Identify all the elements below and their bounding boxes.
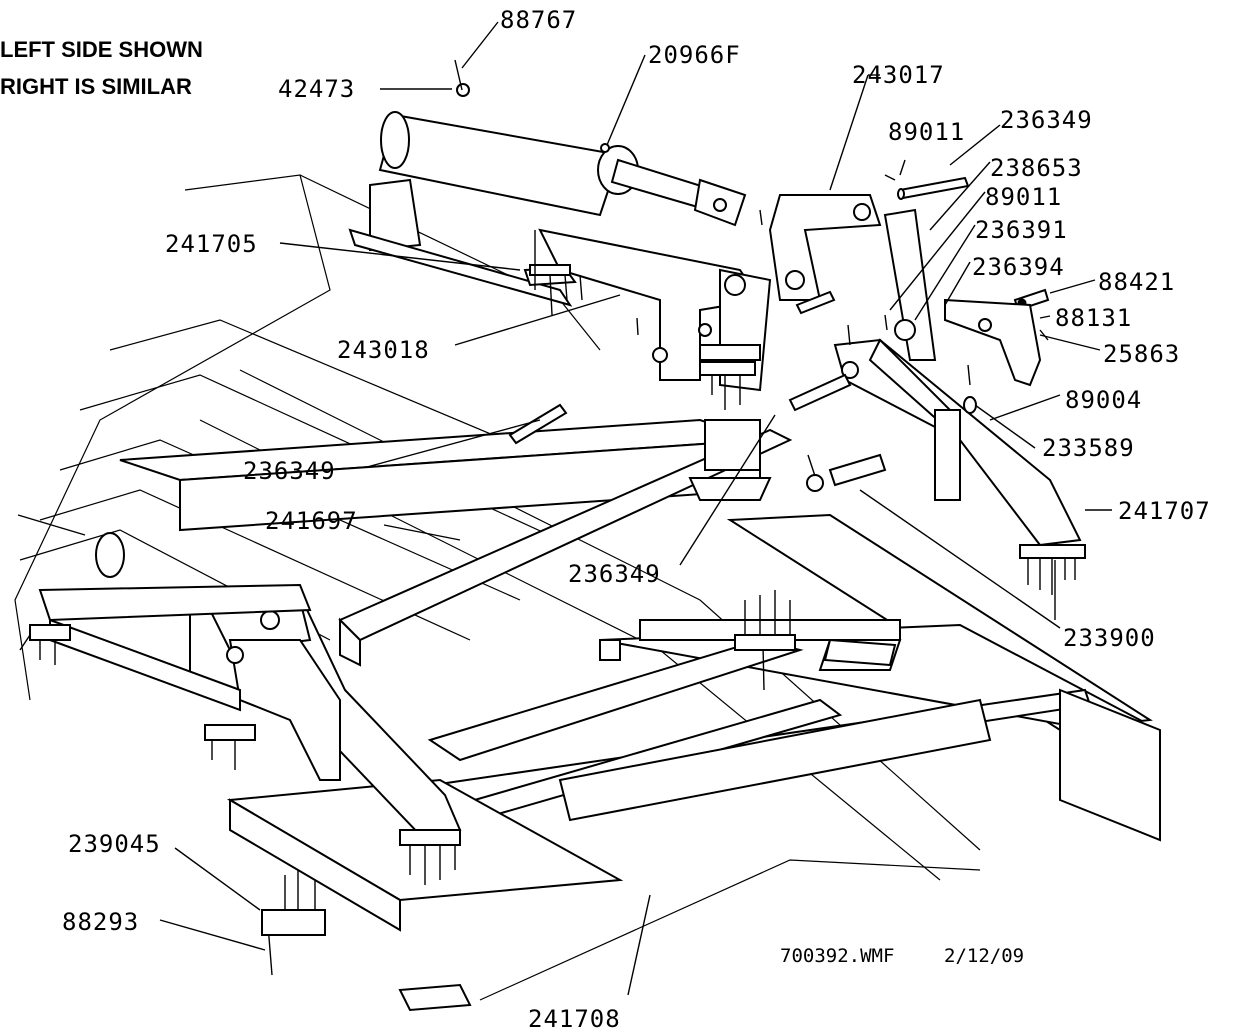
label-89011-a: 89011 (888, 118, 965, 146)
square-tube-241697 (119, 418, 793, 667)
label-236349-c: 236349 (568, 560, 661, 588)
washer-233589 (963, 396, 977, 414)
note-right-similar: RIGHT IS SIMILAR (0, 74, 192, 99)
pin-236349-a (897, 176, 970, 200)
label-236349-a: 236349 (1000, 106, 1093, 134)
label-243018: 243018 (337, 336, 430, 364)
arm-241707 (833, 208, 1082, 547)
label-239045: 239045 (68, 830, 161, 858)
note-left-side: LEFT SIDE SHOWN (0, 37, 203, 62)
small-bolts (267, 174, 1049, 976)
plate-236394 (944, 298, 1042, 387)
lower-left-arm (38, 532, 462, 837)
label-241705: 241705 (165, 230, 258, 258)
pin-236349-c (788, 373, 852, 412)
pin-233900 (806, 453, 887, 492)
callout-labels: 88767 20966F 42473 243017 89011 236349 2… (62, 6, 1211, 1030)
bracket-241705 (348, 178, 577, 307)
label-89011-b: 89011 (985, 183, 1062, 211)
u-bolt-clusters (29, 230, 1086, 936)
label-243017: 243017 (852, 61, 945, 89)
label-241697: 241697 (265, 507, 358, 535)
label-241708: 241708 (528, 1005, 621, 1030)
label-236391: 236391 (975, 216, 1068, 244)
label-236349-b: 236349 (243, 457, 336, 485)
drawing-file-name: 700392.WMF (780, 945, 894, 967)
hydraulic-cylinder (378, 59, 747, 227)
label-241707: 241707 (1118, 497, 1211, 525)
drawing-date: 2/12/09 (944, 945, 1024, 967)
label-20966F: 20966F (648, 41, 741, 69)
link-arm-243017 (768, 194, 882, 301)
pin-236349-b (508, 403, 568, 445)
label-236394: 236394 (972, 253, 1065, 281)
label-233589: 233589 (1042, 434, 1135, 462)
pivot-bracket-243018 (538, 228, 772, 392)
label-88421: 88421 (1098, 268, 1175, 296)
label-238653: 238653 (990, 154, 1083, 182)
label-89004: 89004 (1065, 386, 1142, 414)
label-88131: 88131 (1055, 304, 1132, 332)
leader-lines (17, 21, 1112, 996)
label-88293: 88293 (62, 908, 139, 936)
label-88767: 88767 (500, 6, 577, 34)
label-42473: 42473 (278, 75, 355, 103)
label-25863: 25863 (1103, 340, 1180, 368)
label-233900: 233900 (1063, 624, 1156, 652)
frame-right (328, 513, 1161, 842)
